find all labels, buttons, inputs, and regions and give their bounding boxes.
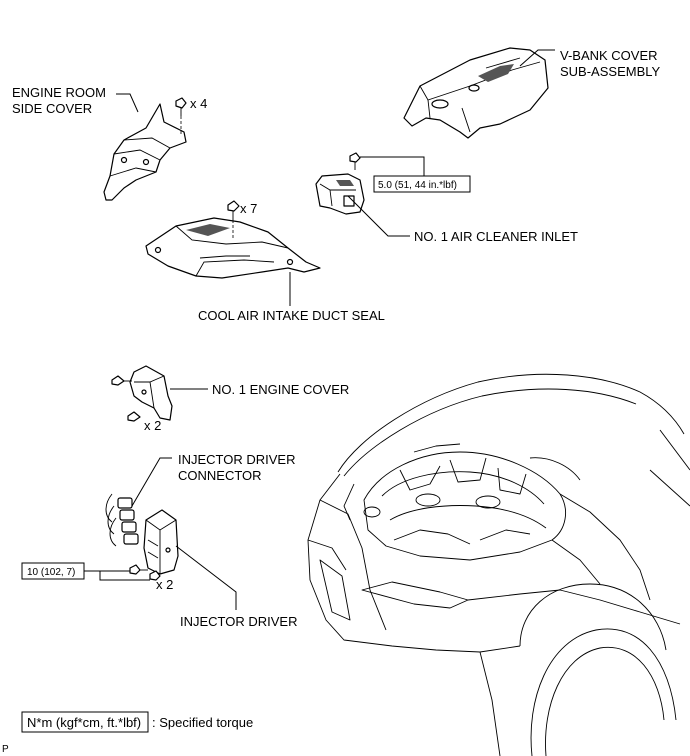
- no1-engine-cover-part: [129, 365, 173, 421]
- v-bank-cover-part: [403, 47, 549, 139]
- injector-driver-torque-box: [21, 562, 85, 580]
- injector-driver-bolt-count: x 2: [156, 577, 173, 592]
- air-cleaner-bolt: [349, 152, 361, 170]
- injector-driver-connector-part: [105, 493, 139, 547]
- side-cover-label-line1: ENGINE ROOM: [12, 85, 106, 100]
- injector-driver-torque-value: 10 (102, 7): [27, 567, 75, 578]
- engine-cover-clip-top: [111, 375, 132, 386]
- duct-seal-clip-count: x 7: [240, 201, 257, 216]
- injector-driver-leader: [175, 545, 237, 610]
- air-cleaner-torque-box: [373, 175, 471, 193]
- air-cleaner-torque-leader: [360, 156, 425, 176]
- legend-unit-text: N*m (kgf*cm, ft.*lbf): [27, 715, 141, 730]
- engine-room-side-cover-part: [103, 103, 187, 201]
- v-bank-cover-label-line1: V-BANK COVER: [560, 48, 658, 63]
- connector-label-line1: INJECTOR DRIVER: [178, 452, 296, 467]
- legend-unit-box: [21, 711, 149, 733]
- side-cover-bolt: [175, 97, 187, 116]
- vehicle-engine-bay-illustration: [307, 373, 690, 756]
- side-cover-leader: [116, 93, 139, 113]
- engine-cover-label: NO. 1 ENGINE COVER: [212, 382, 349, 397]
- cool-air-intake-duct-seal-part: [145, 217, 321, 279]
- side-cover-bolt-count: x 4: [190, 96, 207, 111]
- v-bank-cover-leader: [519, 49, 555, 67]
- duct-seal-label: COOL AIR INTAKE DUCT SEAL: [198, 308, 385, 323]
- engine-cover-clip-count: x 2: [144, 418, 161, 433]
- air-cleaner-inlet-leader: [347, 195, 410, 237]
- air-cleaner-inlet-part: [315, 173, 365, 215]
- corner-mark: P: [2, 744, 9, 755]
- air-cleaner-inlet-label: NO. 1 AIR CLEANER INLET: [414, 229, 578, 244]
- v-bank-cover-label-line2: SUB-ASSEMBLY: [560, 64, 661, 79]
- connector-leader: [131, 457, 172, 507]
- injector-driver-bolt-2: [149, 570, 161, 581]
- connector-label-line2: CONNECTOR: [178, 468, 262, 483]
- side-cover-label-line2: SIDE COVER: [12, 101, 92, 116]
- engine-cover-clip-bottom: [127, 411, 141, 422]
- injector-driver-part: [143, 509, 179, 575]
- duct-seal-clip: [227, 200, 240, 220]
- air-cleaner-torque-value: 5.0 (51, 44 in.*lbf): [378, 180, 457, 191]
- injector-driver-bolt-1: [129, 564, 148, 575]
- legend-description: : Specified torque: [152, 715, 253, 730]
- injector-driver-label: INJECTOR DRIVER: [180, 614, 298, 629]
- injector-driver-torque-leader-2: [99, 571, 150, 581]
